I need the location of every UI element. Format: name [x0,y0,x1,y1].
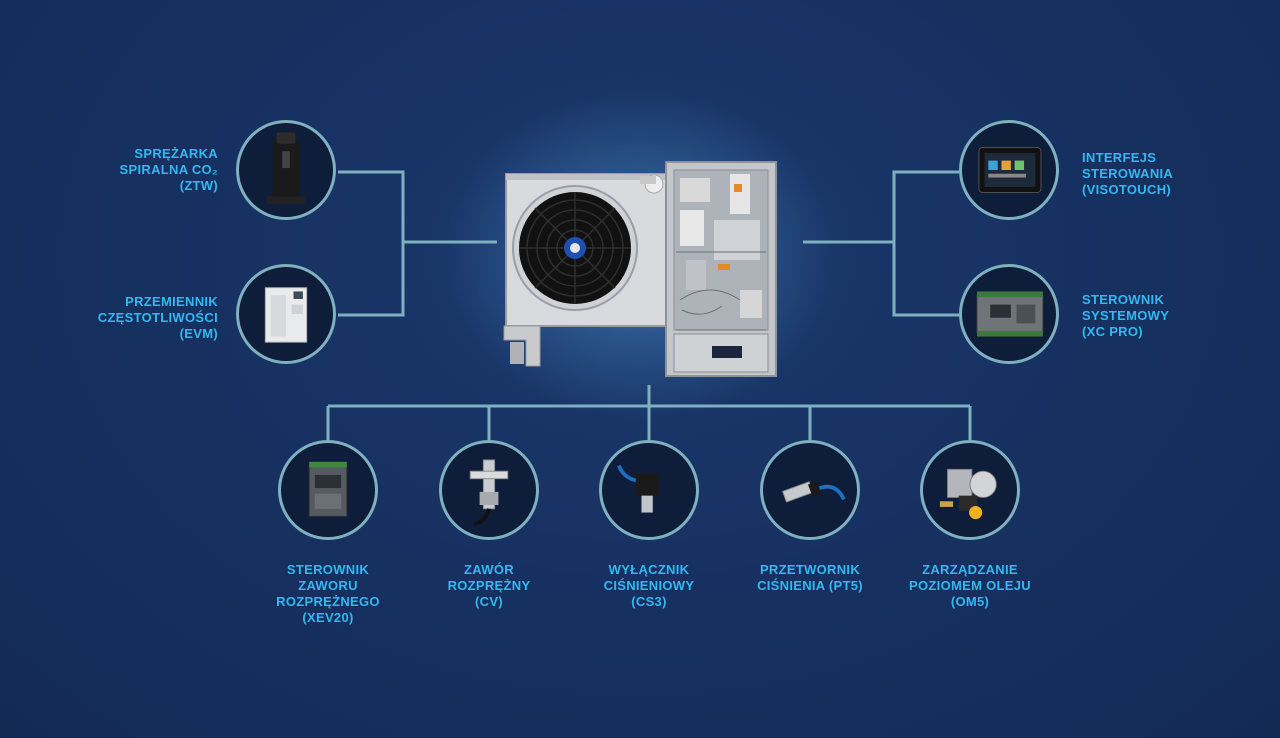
scroll-compressor-icon [267,132,305,204]
condensing-unit-image [500,160,780,378]
node-pt5 [760,440,860,540]
node-om5 [920,440,1020,540]
label-xev20: STEROWNIK ZAWORU ROZPRĘŻNEGO (XEV20) [276,562,380,625]
pressure-switch-icon [617,464,659,513]
system-controller-icon [976,291,1044,337]
expansion-valve-icon [469,459,509,526]
label-cs3: WYŁĄCZNIK CIŚNIENIOWY (CS3) [603,562,695,609]
touchscreen-icon [978,146,1042,194]
node-cv [439,440,539,540]
node-evm [236,264,336,364]
label-visotouch: INTERFEJS STEROWANIA (VISOTOUCH) [1082,150,1174,197]
node-cs3 [599,440,699,540]
node-visotouch [959,120,1059,220]
node-xcpro [959,264,1059,364]
frequency-inverter-icon [264,287,308,343]
label-om5: ZARZĄDZANIE POZIOMEM OLEJU (OM5) [909,562,1031,609]
label-xcpro: STEROWNIK SYSTEMOWY (XC PRO) [1082,292,1170,339]
right-bracket [892,170,959,317]
label-evm: PRZEMIENNIK CZĘSTOTLIWOŚCI (EVM) [97,294,218,341]
label-pt5: PRZETWORNIK CIŚNIENIA (PT5) [757,562,863,593]
label-cv: ZAWÓR ROZPRĘŻNY (CV) [447,562,531,609]
left-bracket [338,170,405,317]
valve-controller-icon [308,461,348,517]
node-xev20 [278,440,378,540]
oil-level-manager-icon [939,468,997,520]
pressure-transmitter-icon [781,481,846,503]
label-ztw: SPRĘŻARKA SPIRALNA CO₂ (ZTW) [119,146,218,193]
node-ztw [236,120,336,220]
